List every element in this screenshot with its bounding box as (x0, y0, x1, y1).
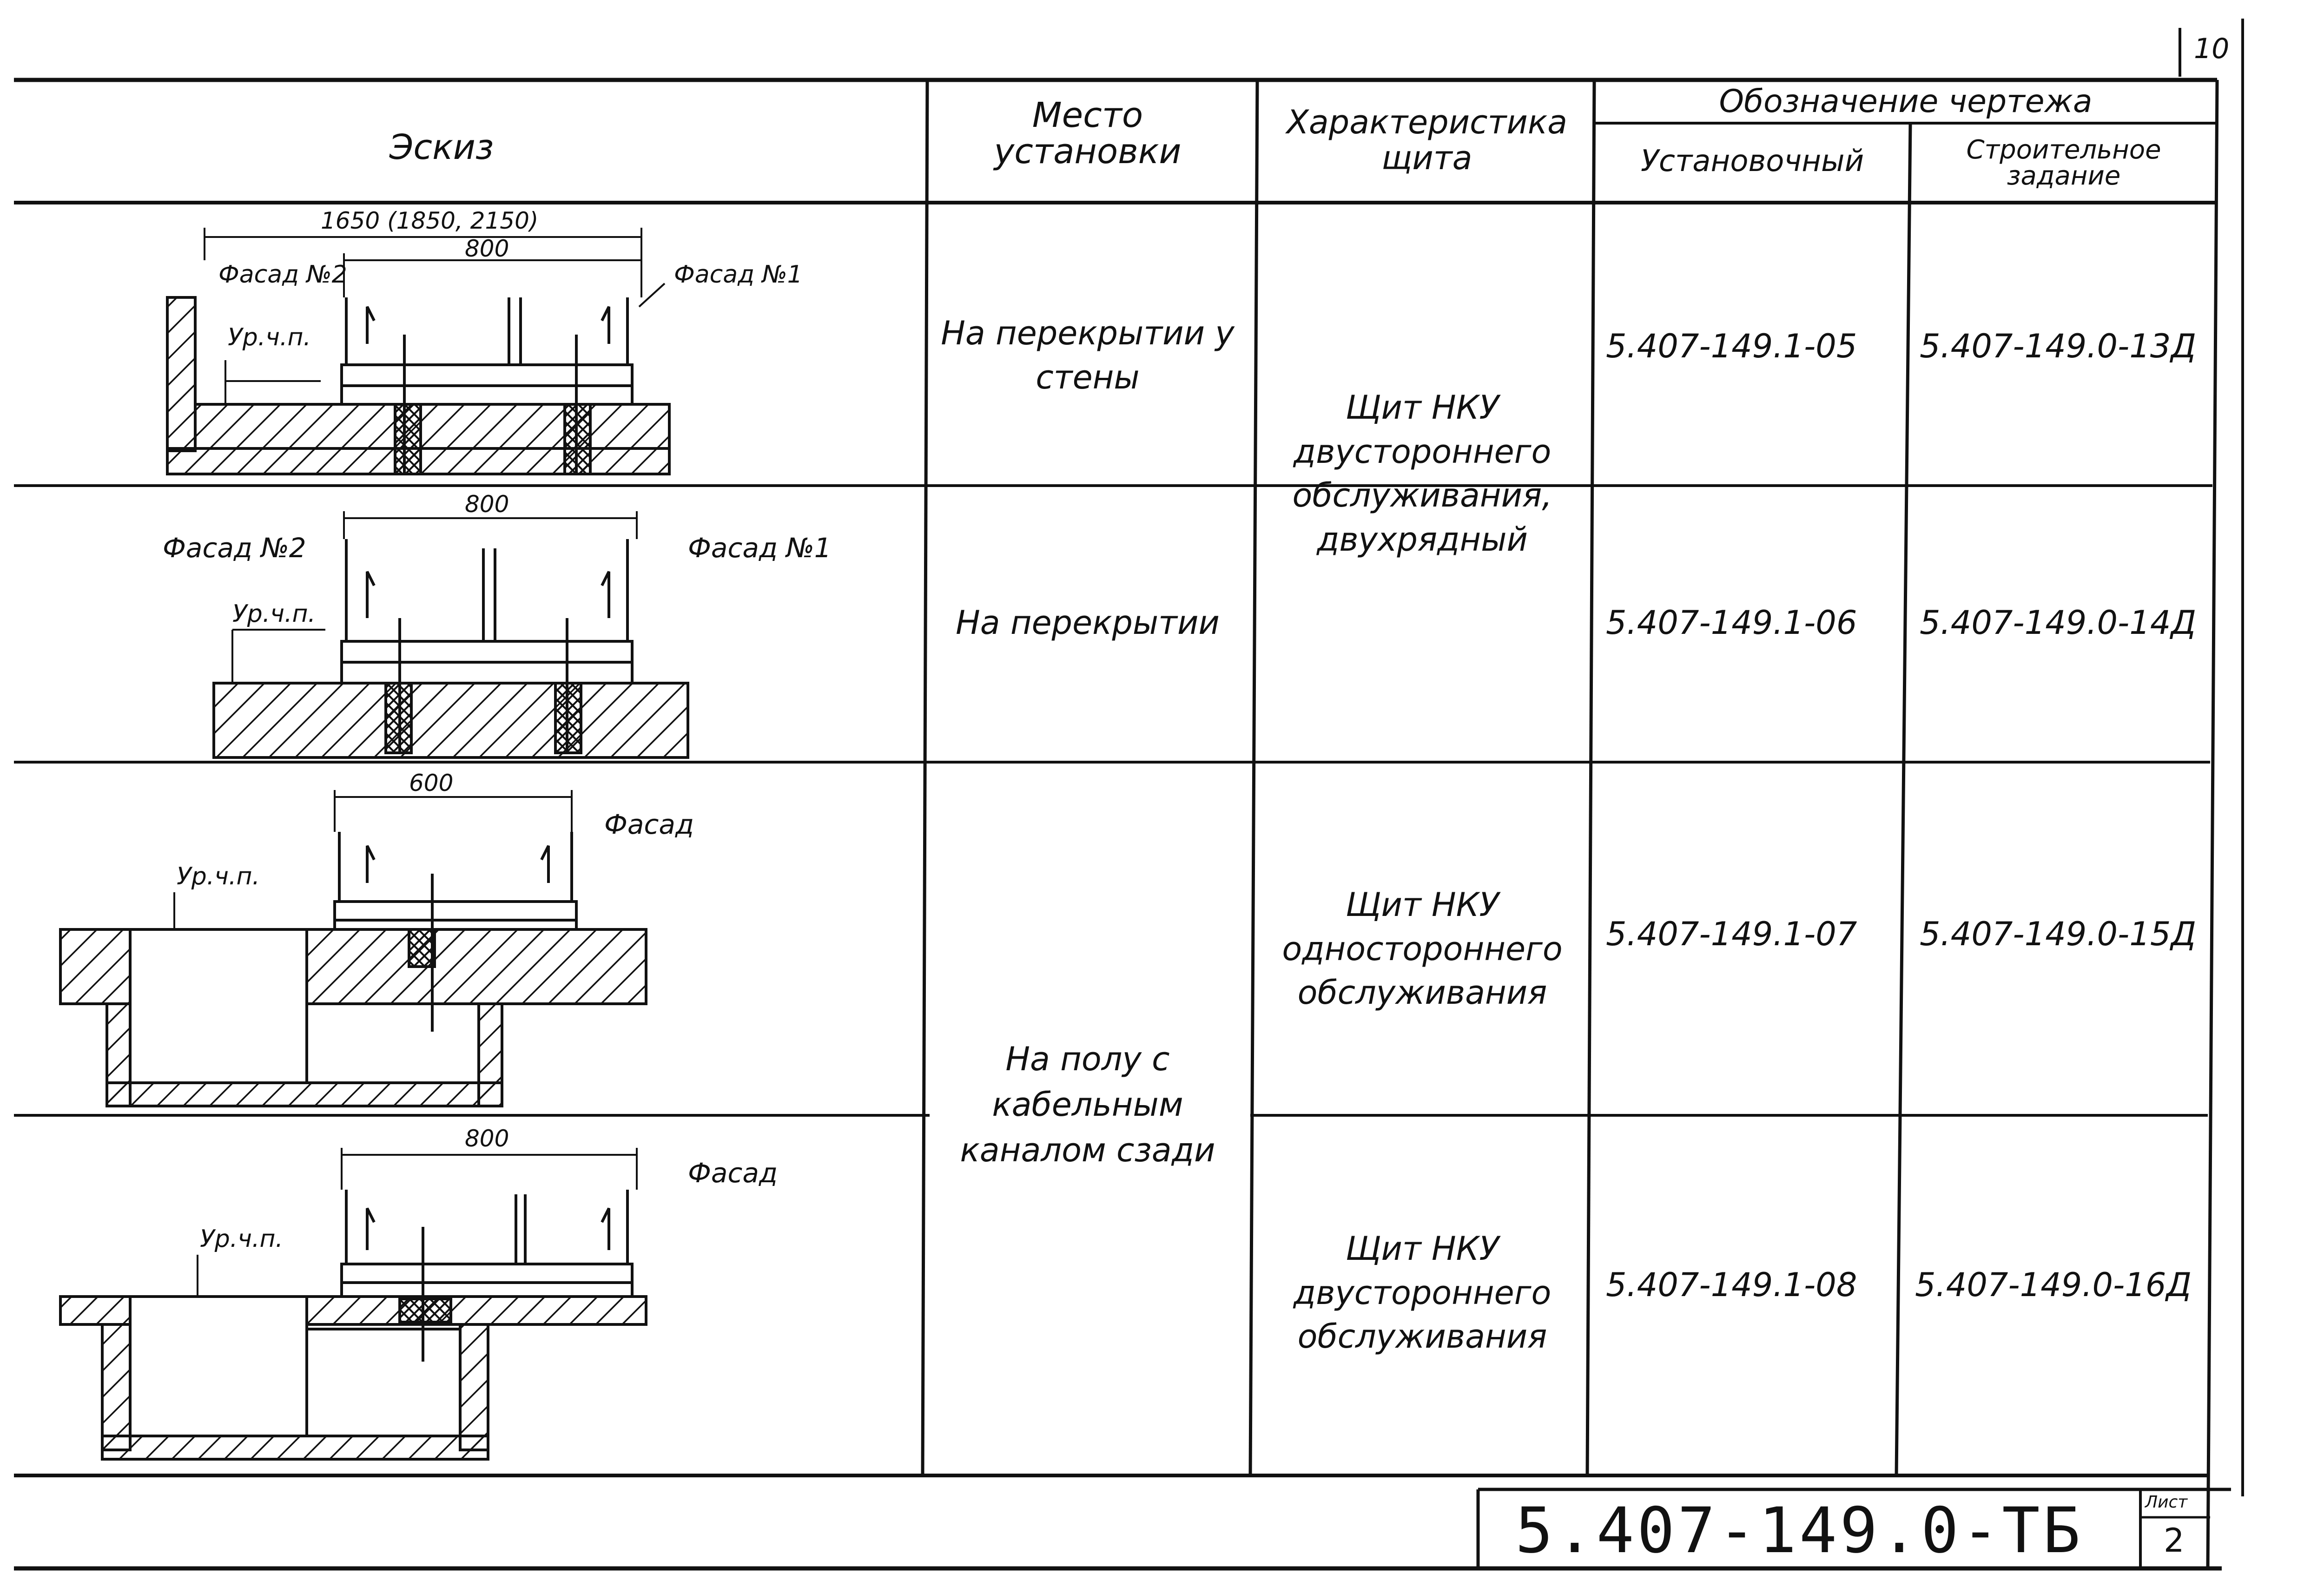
row4-characteristic: Щит НКУ двустороннего обслуживания (1293, 1230, 1552, 1356)
sketch1-facade-right: Фасад №1 (674, 261, 803, 289)
header-place: Место установки (994, 95, 1182, 171)
sheet-number: 2 (2164, 1521, 2185, 1560)
sketch1-facade-left: Фасад №2 (218, 261, 347, 289)
sketch3-facade: Фасад (604, 809, 694, 840)
header-sketch: Эскиз (389, 127, 494, 167)
sketch2-level: Ур.ч.п. (232, 600, 316, 628)
row2-installation-code: 5.407-149.1-06 (1606, 604, 1857, 642)
sketch-4 (59, 1148, 647, 1461)
characteristic-rows-1-2: Щит НКУ двустороннего обслуживания, двух… (1292, 389, 1552, 559)
row1-installation-code: 5.407-149.1-05 (1606, 327, 1857, 365)
row3-installation-code: 5.407-149.1-07 (1606, 915, 1857, 953)
row1-construction-code: 5.407-149.0-13Д (1920, 327, 2197, 365)
sketch2-facade-right: Фасад №1 (688, 532, 832, 564)
table-grid (14, 19, 2244, 1571)
sketch-1 (166, 228, 671, 475)
row3-characteristic: Щит НКУ одностороннего обслуживания (1282, 886, 1563, 1012)
sketch2-facade-left: Фасад №2 (163, 532, 306, 564)
row2-place: На перекрытии (956, 604, 1220, 642)
sketch1-dim-inner: 800 (465, 235, 509, 262)
sketch1-dim-overall: 1650 (1850, 2150) (321, 207, 539, 234)
row4-construction-code: 5.407-149.0-16Д (1915, 1266, 2192, 1304)
header-construction: Строительное задание (1966, 135, 2161, 191)
sketch4-level: Ур.ч.п. (200, 1225, 284, 1253)
sketch-2 (212, 511, 689, 759)
sketch4-facade: Фасад (688, 1157, 778, 1189)
document-code: 5.407-149.0-ТБ (1515, 1494, 2083, 1567)
header-installation: Установочный (1640, 144, 1864, 178)
sketch-3 (59, 790, 647, 1107)
row4-installation-code: 5.407-149.1-08 (1606, 1266, 1857, 1304)
sketch1-level: Ур.ч.п. (228, 323, 311, 351)
row3-construction-code: 5.407-149.0-15Д (1920, 915, 2197, 953)
sheet-label: Лист (2145, 1493, 2188, 1512)
page-number: 10 (2194, 33, 2230, 65)
row2-construction-code: 5.407-149.0-14Д (1920, 604, 2197, 642)
row1-place: На перекрытии у стены (941, 314, 1235, 396)
header-designation: Обозначение чертежа (1719, 83, 2093, 120)
sketch3-dim-inner: 600 (409, 770, 454, 797)
sketch4-dim-inner: 800 (465, 1125, 509, 1152)
place-rows-3-4: На полу с кабельным каналом сзади (960, 1040, 1215, 1169)
sketch2-dim-inner: 800 (465, 491, 509, 518)
sketch3-level: Ур.ч.п. (177, 863, 260, 890)
header-characteristic: Характеристика щита (1286, 103, 1568, 177)
